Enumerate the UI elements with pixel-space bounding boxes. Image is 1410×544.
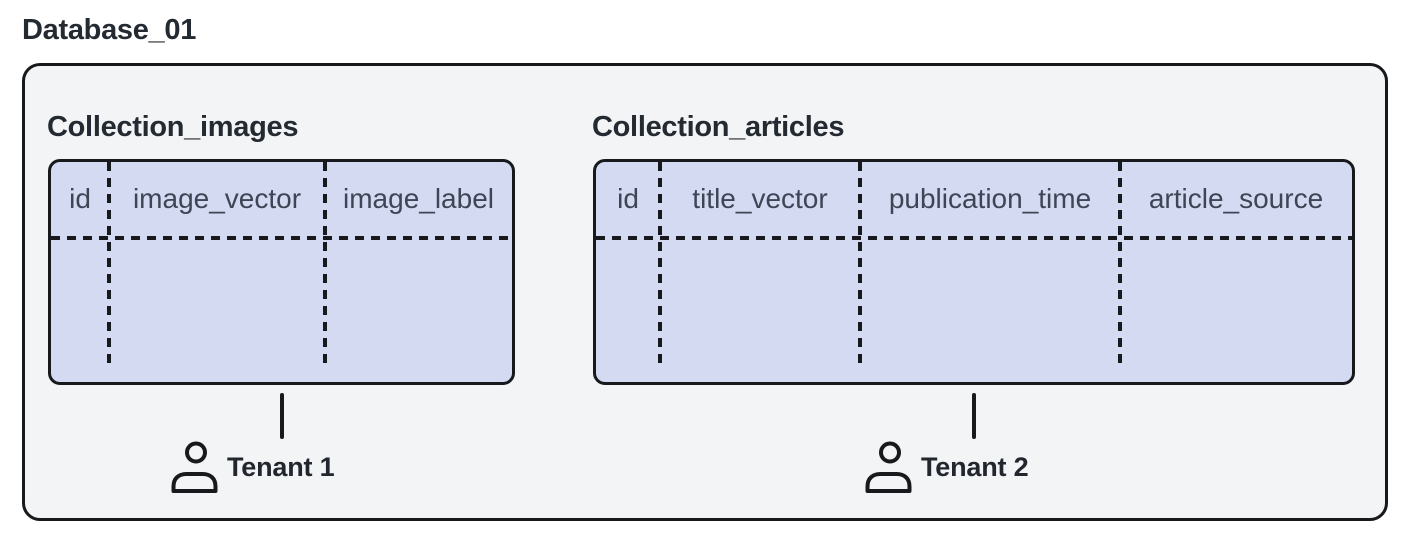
collection-table-images: id image_vector image_label — [48, 159, 515, 385]
person-icon — [865, 441, 912, 493]
tenant-connector-line — [972, 393, 976, 439]
column-header: title_vector — [692, 183, 828, 214]
column-header: id — [69, 183, 91, 214]
table-header-row: id image_vector image_label — [51, 162, 512, 236]
collection-title-images: Collection_images — [47, 111, 299, 143]
column-header: image_label — [343, 183, 494, 214]
database-label: Database_01 — [22, 14, 197, 46]
tenant-label: Tenant 1 — [227, 452, 335, 482]
column-divider — [658, 162, 662, 365]
tenant-2: Tenant 2 — [864, 441, 1029, 494]
column-header: publication_time — [888, 183, 1092, 214]
person-icon — [171, 441, 218, 493]
table-header-row: id title_vector publication_time article… — [596, 162, 1352, 236]
column-header: article_source — [1148, 183, 1324, 214]
header-row-divider — [596, 236, 1352, 240]
table-body — [51, 240, 512, 382]
column-header: id — [617, 183, 639, 214]
collection-table-articles: id title_vector publication_time article… — [593, 159, 1355, 385]
tenant-label: Tenant 2 — [921, 452, 1029, 482]
column-divider — [858, 162, 862, 365]
column-divider — [1118, 162, 1122, 365]
collection-title-articles: Collection_articles — [592, 111, 845, 143]
tenant-connector-line — [280, 393, 284, 439]
column-header: image_vector — [132, 183, 302, 214]
column-divider — [107, 162, 111, 365]
header-row-divider — [51, 236, 512, 240]
table-body — [596, 240, 1352, 382]
column-divider — [323, 162, 327, 365]
tenant-1: Tenant 1 — [170, 441, 335, 494]
